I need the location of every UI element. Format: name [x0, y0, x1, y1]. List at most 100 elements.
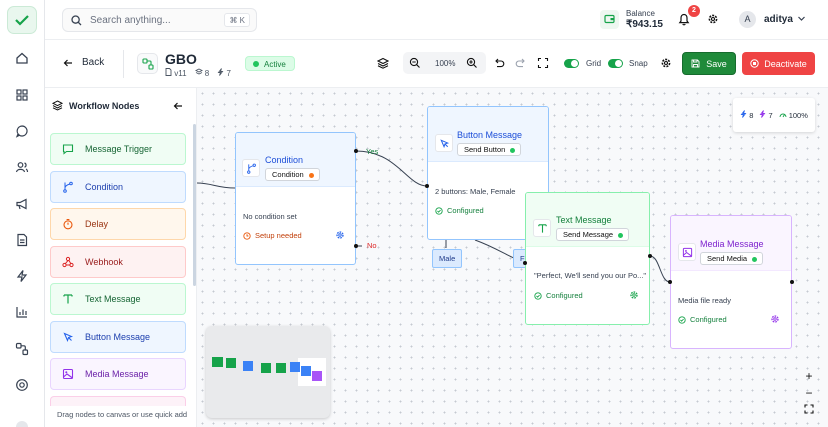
deactivate-label: Deactivate [764, 58, 807, 69]
node-type-label: Send Button [464, 145, 506, 154]
palette-item-text-message[interactable]: Text Message [50, 283, 186, 315]
zoom-in-icon[interactable] [465, 56, 479, 70]
node-status: Configured [435, 206, 484, 215]
status-dot [308, 173, 314, 178]
chevron-down-icon[interactable] [797, 14, 806, 26]
app-logo[interactable] [7, 6, 37, 34]
node-palette: Workflow Nodes Message Trigger Condition… [45, 88, 197, 427]
input-handle[interactable] [523, 261, 527, 265]
profile-icon[interactable] [13, 418, 31, 427]
palette-item-label: Text Message [85, 294, 141, 304]
workflow-meta: v11 8 7 [165, 68, 231, 78]
user-name[interactable]: aditya [764, 14, 793, 25]
image-icon [678, 243, 696, 261]
node-status: Setup needed [243, 231, 302, 240]
layers-icon [52, 100, 63, 111]
balance-widget[interactable]: Balance ₹943.15 [600, 8, 663, 30]
search-input[interactable]: Search anything... ⌘ K [62, 8, 257, 32]
redo-icon[interactable] [514, 56, 528, 70]
grid-toggle[interactable] [564, 59, 579, 68]
palette-item-button-message[interactable]: Button Message [50, 321, 186, 353]
cursor-icon [435, 134, 453, 152]
stat-connections: 7 [759, 110, 773, 120]
input-handle[interactable] [668, 280, 672, 284]
search-icon [71, 14, 82, 25]
balance-label: Balance [626, 9, 655, 18]
nodes-info: 8 [194, 68, 209, 78]
input-handle[interactable] [425, 184, 429, 188]
workflow-icon[interactable] [13, 340, 31, 358]
minimap[interactable] [206, 326, 330, 418]
workflow-canvas[interactable]: Condition Condition No condition set Set… [197, 88, 828, 427]
stat-nodes-value: 8 [749, 111, 754, 120]
palette-title: Workflow Nodes [69, 100, 140, 111]
layers-icon [194, 68, 203, 75]
lightning-icon[interactable] [13, 267, 31, 285]
avatar[interactable]: A [739, 11, 756, 28]
palette-item-partial[interactable] [50, 396, 186, 406]
settings-gear-icon[interactable] [707, 13, 719, 28]
home-icon[interactable] [13, 49, 31, 67]
back-button[interactable]: Back [63, 57, 104, 68]
undo-icon[interactable] [492, 56, 506, 70]
status-dot [618, 233, 624, 238]
workflow-toolbar: Back GBO v11 8 7 Active 100% Grid Snap S… [45, 40, 828, 88]
status-dot [510, 148, 516, 153]
save-button[interactable]: Save [682, 52, 736, 75]
gear-icon[interactable] [659, 56, 673, 70]
canvas-zoom-in-button[interactable]: + [805, 369, 813, 383]
search-placeholder: Search anything... [90, 14, 171, 26]
chat-icon[interactable] [13, 122, 31, 140]
gear-icon[interactable] [335, 230, 345, 243]
palette-item-condition[interactable]: Condition [50, 171, 186, 203]
output-handle-no[interactable] [354, 244, 358, 248]
arrow-left-icon[interactable] [173, 101, 183, 114]
stat-health: 100% [779, 111, 808, 120]
deactivate-button[interactable]: Deactivate [742, 52, 815, 75]
workflow-name: GBO [165, 51, 197, 67]
users-icon[interactable] [13, 158, 31, 176]
zoom-out-icon[interactable] [408, 56, 422, 70]
grid-icon[interactable] [13, 86, 31, 104]
document-icon[interactable] [13, 231, 31, 249]
button-chip-male[interactable]: Male [432, 249, 463, 268]
node-type-label: Send Media [707, 254, 748, 263]
fullscreen-icon[interactable] [536, 56, 550, 70]
media-message-node[interactable]: Media Message Send Media Media file read… [670, 215, 792, 349]
condition-node[interactable]: Condition Condition No condition set Set… [235, 132, 356, 265]
support-icon[interactable] [13, 376, 31, 394]
bell-icon[interactable] [678, 13, 690, 29]
status-badge: Active [245, 56, 295, 71]
stop-circle-icon [750, 59, 759, 68]
wallet-icon [600, 9, 619, 29]
connections-count: 7 [226, 69, 231, 78]
lightning-icon [740, 110, 747, 118]
palette-item-delay[interactable]: Delay [50, 208, 186, 240]
megaphone-icon[interactable] [13, 195, 31, 213]
gear-icon[interactable] [770, 314, 780, 327]
analytics-icon[interactable] [13, 303, 31, 321]
canvas-zoom-out-button[interactable]: − [805, 386, 813, 400]
output-handle[interactable] [790, 280, 794, 284]
palette-item-label: Webhook [85, 257, 123, 267]
output-handle-yes[interactable] [354, 149, 358, 153]
output-handle[interactable] [648, 254, 652, 258]
timer-icon [61, 217, 75, 231]
palette-scrollbar[interactable] [193, 124, 196, 286]
layers-icon[interactable] [376, 56, 390, 70]
cursor-icon [61, 330, 75, 344]
button-message-node[interactable]: Button Message Send Button 2 buttons: Ma… [427, 106, 549, 240]
palette-item-media-message[interactable]: Media Message [50, 358, 186, 390]
snap-toggle[interactable] [608, 59, 623, 68]
gear-icon[interactable] [629, 290, 639, 303]
chat-icon [61, 142, 75, 156]
edge-label-yes: Yes [366, 147, 379, 156]
stat-connections-value: 7 [768, 111, 773, 120]
node-title: Media Message [700, 239, 764, 249]
divider [123, 50, 124, 78]
palette-item-message-trigger[interactable]: Message Trigger [50, 133, 186, 165]
left-rail [0, 0, 45, 427]
palette-item-webhook[interactable]: Webhook [50, 246, 186, 278]
text-message-node[interactable]: Text Message Send Message "Perfect, We'l… [525, 192, 650, 325]
fit-view-icon[interactable] [802, 402, 816, 416]
